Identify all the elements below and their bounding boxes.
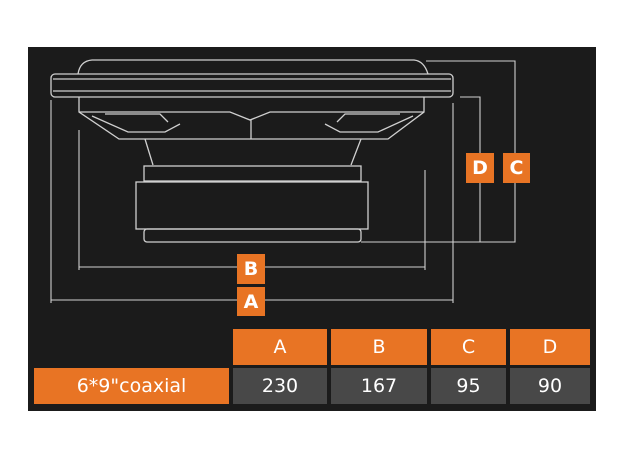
dimension-label-b: B (237, 254, 265, 284)
header-b: B (331, 329, 427, 365)
dimension-label-c: C (503, 153, 530, 183)
header-a: A (233, 329, 327, 365)
magnet-bottom-plate (143, 228, 362, 243)
value-a: 230 (233, 368, 327, 404)
speaker-flange (50, 73, 454, 98)
row-label: 6*9"coaxial (34, 368, 229, 404)
dimension-label-a: A (237, 287, 265, 316)
value-d: 90 (510, 368, 590, 404)
speaker-cap (77, 59, 429, 75)
magnet-top-plate (143, 165, 362, 182)
value-b: 167 (331, 368, 427, 404)
header-d: D (510, 329, 590, 365)
header-c: C (431, 329, 506, 365)
magnet (135, 181, 369, 230)
speaker-cone (144, 138, 362, 166)
value-c: 95 (431, 368, 506, 404)
speaker-basket (78, 97, 425, 140)
dimension-label-d: D (466, 153, 494, 183)
